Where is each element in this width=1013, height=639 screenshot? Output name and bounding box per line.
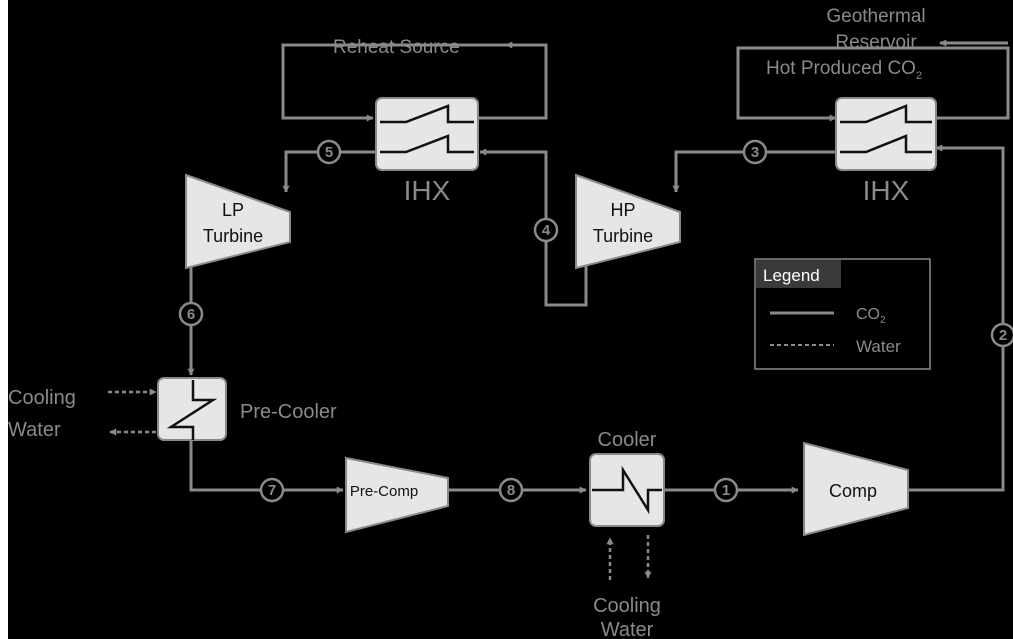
state-point-5-circle [316,139,342,165]
lp-turbine-shape [185,173,291,270]
ihx-left-label: IHX [404,175,451,206]
ihx-right-label: IHX [863,175,910,206]
state-point-8-label: 8 [507,482,515,499]
geothermal-loop [736,46,1010,120]
geothermal-label-line2: Reservoir [835,32,917,53]
ihx-right-cold-path-icon [840,134,932,154]
hot-produced-label: Hot Produced CO2 [766,58,922,82]
cooler-block [589,453,665,527]
state-point-6-circle [178,301,204,327]
legend-title: Legend [763,266,820,285]
cooler-label: Cooler [598,429,657,451]
reheat-source-label: Reheat Source [333,37,460,58]
comp-label: Comp [829,481,877,501]
ihx-left-block [375,97,479,171]
legend: Legend CO2 Water [754,258,931,370]
hp-turbine-label-line1: HP [610,200,635,220]
legend-box [754,258,931,370]
state-point-1-label: 1 [722,482,730,499]
ihx-right-block [835,97,937,171]
ihx-right-box [835,97,937,171]
diagram-canvas: 1 2 3 4 5 6 7 8 Reheat Source Geothermal… [8,0,1013,639]
legend-title-background [756,260,841,288]
flow-line-2 [908,144,1005,492]
flow-line-3 [672,150,836,193]
cooling-water-bottom-line2: Water [601,619,654,639]
state-point-6-label: 6 [187,306,195,323]
state-point-3-circle [742,139,768,165]
pre-cooler-block [157,377,227,441]
ihx-left-cold-path-icon [380,134,474,154]
ihx-left-box [375,97,479,171]
pre-cooler-zigzag-icon [166,380,218,440]
state-point-4-circle [533,217,559,243]
flow-line-5 [282,150,376,193]
state-point-5-label: 5 [325,144,333,161]
hp-turbine-shape [575,173,681,270]
pre-comp-shape [345,456,449,534]
reheat-source-loop [281,43,548,120]
cycle-diagram: 1 2 3 4 5 6 7 8 Reheat Source Geothermal… [8,0,1013,639]
legend-water-label: Water [856,337,901,356]
lp-turbine-label-line2: Turbine [203,226,263,246]
state-point-7-label: 7 [268,482,276,499]
state-point-2-circle [990,322,1013,348]
state-point-1-circle [713,477,739,503]
hp-turbine-label-line2: Turbine [593,226,653,246]
cooling-water-left-line2: Water [8,419,61,441]
cooling-water-left-line1: Cooling [8,387,76,409]
pre-comp-label: Pre-Comp [350,483,418,500]
pre-cooler-label: Pre-Cooler [240,401,337,423]
ihx-right-hot-path-icon [840,104,932,124]
geothermal-label-line1: Geothermal [826,6,925,27]
flow-line-7 [189,440,344,494]
lp-turbine-label-line1: LP [222,200,244,220]
flow-line-4 [479,148,588,307]
state-point-4-label: 4 [542,222,551,239]
state-point-8-circle [498,477,524,503]
state-point-2-label: 2 [999,327,1007,344]
cooling-water-bottom-line1: Cooling [593,595,661,617]
ihx-left-hot-path-icon [380,104,474,124]
state-point-7-circle [259,477,285,503]
cooler-zigzag-icon [592,465,662,515]
legend-co2-label: CO2 [856,306,886,326]
state-point-3-label: 3 [751,144,759,161]
comp-shape [803,441,909,537]
